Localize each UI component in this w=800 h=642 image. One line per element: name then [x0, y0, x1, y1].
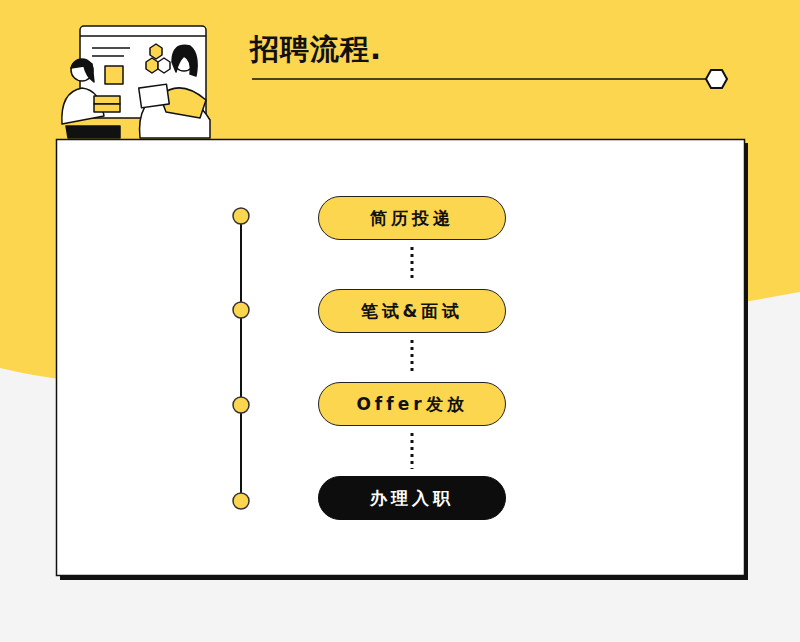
- step-label: Offer发放: [356, 393, 467, 416]
- step-pill: Offer发放: [318, 382, 506, 426]
- dotted-connector: [411, 340, 414, 375]
- step-label: 办理入职: [370, 487, 454, 510]
- hexagon-mark: [706, 70, 727, 88]
- timeline-dot: [233, 493, 249, 509]
- step-pill: 办理入职: [318, 476, 506, 520]
- step-label: 简历投递: [370, 207, 454, 230]
- white-panel: [57, 140, 745, 576]
- step-pill: 笔试&面试: [318, 289, 506, 333]
- timeline: [240, 216, 242, 501]
- step-label: 笔试&面试: [361, 300, 464, 323]
- timeline-dot: [233, 397, 249, 413]
- step-pill: 简历投递: [318, 196, 506, 240]
- title: 招聘流程.: [250, 30, 382, 70]
- people-at-board: [62, 26, 210, 138]
- dotted-connector: [411, 433, 414, 469]
- timeline-dot: [233, 208, 249, 224]
- title-rule: [252, 78, 706, 80]
- dotted-connector: [411, 247, 414, 282]
- timeline-dot: [233, 302, 249, 318]
